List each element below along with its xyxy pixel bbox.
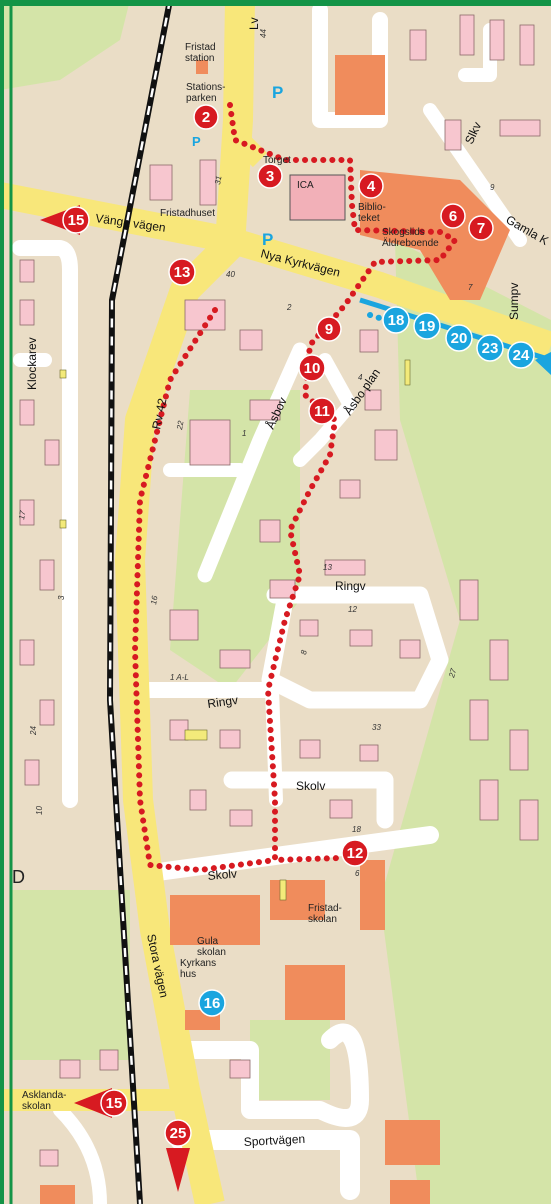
marker-10[interactable]: 10 [298,354,326,382]
house-number: 6 [355,869,360,878]
direction-arrow-east [535,352,551,375]
blue-markers: 16 18 19 20 23 24 [198,306,551,1017]
marker-20[interactable]: 20 [445,324,473,352]
parking-icon-3: P [262,230,273,249]
public-buildings [40,55,510,1204]
marker-24[interactable]: 24 [507,341,535,369]
marker-12[interactable]: 12 [341,839,369,867]
label-ica: ICA [297,180,314,191]
label-stationsparken: Stations-parken [186,82,225,104]
marker-7[interactable]: 7 [468,215,494,241]
road-label-skolv-north: Skolv [296,779,325,793]
marker-25-label: 25 [170,1125,187,1142]
marker-6-label: 6 [449,208,457,225]
marker-4-label: 4 [367,178,376,195]
marker-9[interactable]: 9 [316,316,342,342]
marker-20-label: 20 [451,330,468,347]
house-number: 31 [213,175,223,185]
marker-15-north-label: 15 [68,212,85,229]
road-label-skolv-south: Skolv [207,866,237,883]
house-number: 16 [149,594,160,605]
house-number: 1 [242,429,246,438]
house-number: 27 [447,667,458,679]
road-label-lv: Lv [247,17,261,30]
label-torget: Torget [263,155,291,166]
marker-3-label: 3 [266,168,274,185]
marker-11-label: 11 [314,403,330,420]
house-number: 18 [352,825,361,834]
road-label-ringv-west: Ringv [206,693,238,711]
house-numbers: 44 31 9 7 40 2 22 1 16 17 3 4 13 12 8 33… [17,29,495,878]
road-label-klockarev: Klockarev [25,337,39,390]
house-number: 7 [468,283,473,292]
label-fristadskolan: Fristad-skolan [308,903,342,925]
house-number: 12 [348,605,357,614]
road-label-sportvagen: Sportvägen [243,1132,305,1149]
local-roads [12,2,527,1204]
marker-6[interactable]: 6 [440,203,466,229]
label-asklandaskolan: Asklanda-skolan [22,1090,66,1112]
house-number: 33 [372,723,381,732]
road-label-ringv-east: Ringv [335,579,366,593]
house-number: 44 [259,29,268,38]
marker-18[interactable]: 18 [382,306,410,334]
house-number: 4 [358,373,363,382]
railway [106,0,173,1204]
parking-icon-1: P [272,83,283,102]
house-number: 1 A-L [170,673,189,682]
house-number: 10 [35,806,44,815]
label-edge-letter: D [12,867,25,887]
house-number: 2 [286,303,292,312]
marker-4[interactable]: 4 [358,173,384,199]
marker-16[interactable]: 16 [198,989,226,1017]
marker-15-north[interactable]: 15 [40,205,90,235]
house-number: 3 [57,595,66,600]
marker-23-label: 23 [482,340,499,357]
road-label-rv42: Rv 42 [149,397,169,431]
house-number: 17 [17,509,28,520]
marker-7-label: 7 [477,220,485,237]
label-fristadhuset: Fristadhuset [160,208,215,219]
marker-13-label: 13 [174,264,191,281]
parking-icons: P P P [192,83,283,249]
marker-3[interactable]: 3 [257,163,283,189]
house-number: 13 [323,563,332,572]
marker-15-south-label: 15 [106,1095,123,1112]
ica-building [289,174,346,221]
marker-12-label: 12 [347,845,364,862]
marker-13[interactable]: 13 [168,258,196,286]
marker-15-south[interactable]: 15 [74,1088,128,1118]
red-markers: 2 3 4 6 7 9 10 11 12 13 15 15 25 [40,104,494,1192]
marker-11[interactable]: 11 [308,397,336,425]
marker-24-label: 24 [513,347,530,364]
marker-16-label: 16 [204,995,221,1012]
house-number: 8 [299,649,309,655]
road-label-sumpv: Sumpv [507,283,521,320]
marker-19-label: 19 [419,318,436,335]
parking-icon-2: P [192,134,201,149]
sheds [59,359,411,901]
house-number: 24 [29,726,38,736]
marker-25[interactable]: 25 [164,1119,192,1192]
marker-2[interactable]: 2 [193,104,219,130]
marker-9-label: 9 [325,321,333,338]
marker-2-label: 2 [202,109,210,126]
label-biblioteket: Biblio-teket [358,202,386,224]
house-number: 9 [490,183,495,192]
house-number: 40 [226,270,235,279]
marker-19[interactable]: 19 [413,312,441,340]
house-number: 22 [175,419,186,431]
marker-18-label: 18 [388,312,405,329]
residential-buildings [19,14,541,1167]
walking-route [131,102,460,874]
marker-23[interactable]: 23 [476,334,504,362]
marker-10-label: 10 [304,360,321,377]
